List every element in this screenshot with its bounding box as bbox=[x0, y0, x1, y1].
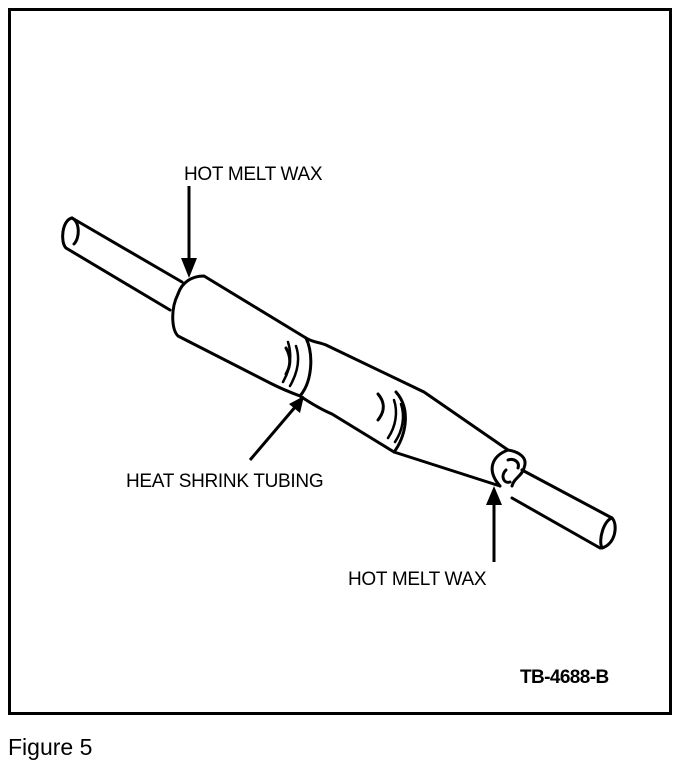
label-hot-melt-wax-bottom: HOT MELT WAX bbox=[348, 569, 487, 590]
wire-left bbox=[61, 216, 184, 312]
figure-frame bbox=[8, 8, 672, 715]
label-hot-melt-wax-top: HOT MELT WAX bbox=[184, 164, 323, 185]
arrow-bottom-wax bbox=[486, 486, 502, 562]
wax-blob-right bbox=[490, 448, 527, 488]
wire-right bbox=[510, 468, 617, 550]
heat-shrink-tube bbox=[171, 274, 510, 488]
arrow-heat-shrink bbox=[248, 396, 304, 461]
label-heat-shrink-tubing: HEAT SHRINK TUBING bbox=[126, 471, 324, 492]
figure-code: TB-4688-B bbox=[520, 667, 609, 688]
arrow-top-wax bbox=[181, 186, 197, 278]
figure-caption: Figure 5 bbox=[8, 734, 93, 760]
tube-wrinkles bbox=[281, 340, 405, 444]
